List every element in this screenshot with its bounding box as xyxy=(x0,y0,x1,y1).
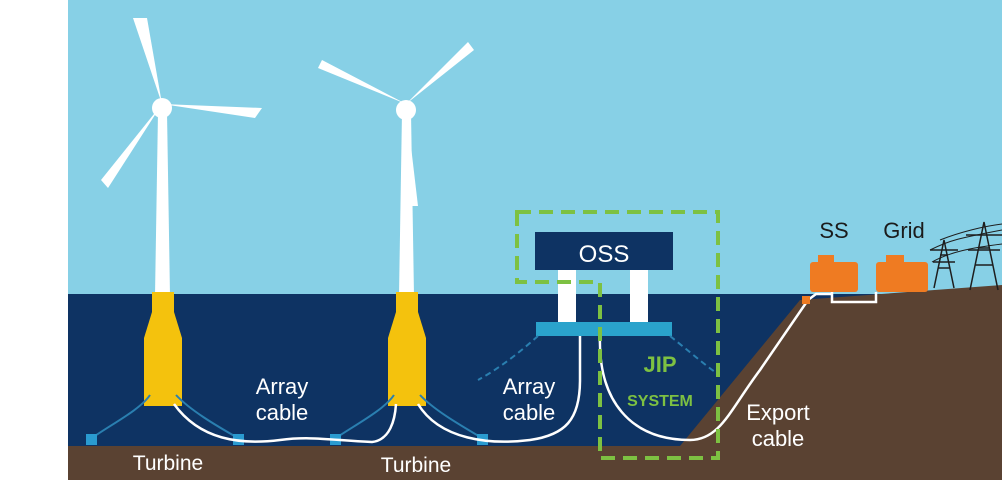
turbine-2-float xyxy=(388,312,426,406)
array-cable-1 xyxy=(172,403,398,444)
turbine-1-hub xyxy=(152,98,172,118)
oss-label: OSS xyxy=(579,241,630,268)
jip-system-label: SYSTEM xyxy=(627,393,693,410)
anchor xyxy=(86,434,97,445)
grid-label: Grid xyxy=(883,218,925,243)
turbine-1-label: Turbine xyxy=(133,452,203,475)
turbine-2-blade xyxy=(406,42,474,104)
turbine-2-mooring xyxy=(419,394,483,439)
turbine-1-blade xyxy=(133,18,162,104)
array-cable-1-label: cable xyxy=(256,400,309,425)
turbine-1-blade xyxy=(101,104,162,188)
pylon xyxy=(966,221,1002,291)
turbine-1-mooring xyxy=(91,394,151,439)
power-lines xyxy=(929,223,1002,263)
turbine-1-float xyxy=(144,312,182,406)
oss-mooring xyxy=(669,335,716,373)
export-cable-label: Export xyxy=(746,400,810,425)
turbine-2-float-neck xyxy=(396,292,418,314)
turbine-2 xyxy=(318,42,488,445)
oss-leg xyxy=(630,270,648,326)
export-cable xyxy=(598,299,810,442)
ss-label: SS xyxy=(819,218,848,243)
array-cable-2 xyxy=(416,336,582,443)
array-cable-1-label: Array xyxy=(256,374,309,399)
onshore-substation xyxy=(810,255,928,304)
pylons xyxy=(929,221,1002,291)
turbine-2-blade xyxy=(318,60,406,104)
turbine-1-mooring xyxy=(175,394,239,439)
turbine-2-mooring xyxy=(335,394,395,439)
bottom-margin xyxy=(0,480,1002,493)
shore-land xyxy=(680,285,1002,480)
turbine-1-blade xyxy=(162,104,262,118)
jip-boundary xyxy=(515,210,720,460)
array-cable-2-label: cable xyxy=(503,400,556,425)
array-cable-2-label: Array xyxy=(503,374,556,399)
pylon xyxy=(930,239,958,289)
export-cable-land xyxy=(807,292,832,301)
grid-block xyxy=(876,262,928,292)
grid-top xyxy=(886,255,904,265)
export-cable-label: cable xyxy=(752,426,805,451)
landfall-point xyxy=(802,296,810,304)
jip-label: JIP xyxy=(643,352,676,377)
turbine-2-label: Turbine xyxy=(381,454,451,477)
oss-leg xyxy=(558,270,576,326)
ss-block xyxy=(810,262,858,292)
oss-base xyxy=(536,322,672,336)
turbine-1-tower xyxy=(155,112,170,296)
ss-top xyxy=(818,255,834,265)
turbine-2-blade xyxy=(406,104,418,206)
ss-grid-link xyxy=(830,292,878,304)
left-margin xyxy=(0,0,68,493)
turbine-1-float-neck xyxy=(152,292,174,314)
oss-box xyxy=(535,232,673,270)
turbine-2-hub xyxy=(396,100,416,120)
